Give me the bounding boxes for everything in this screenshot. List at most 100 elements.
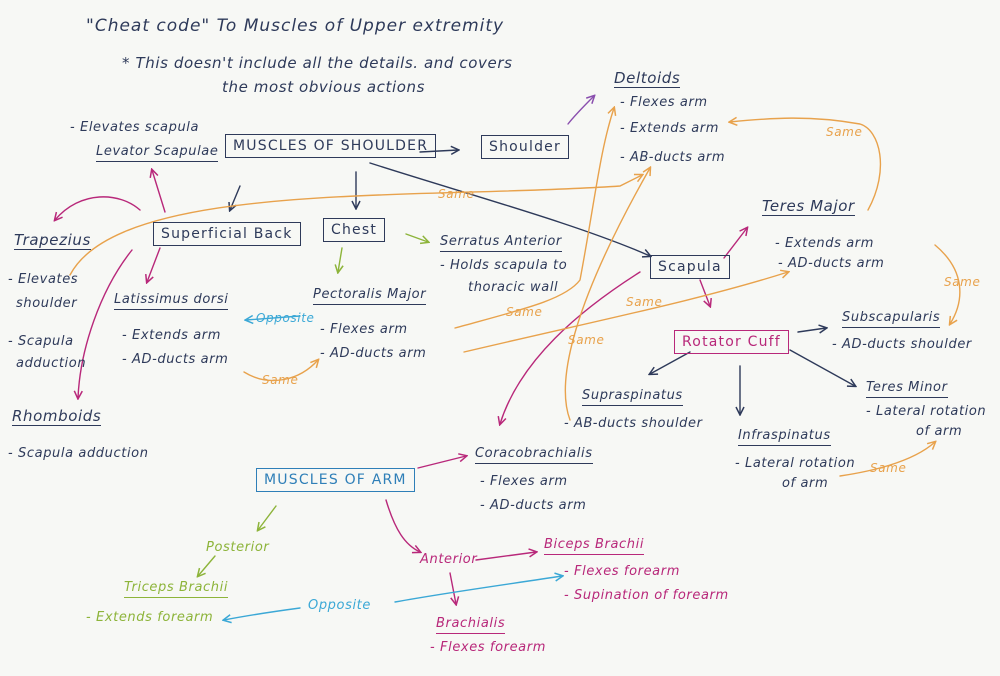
arrow-posterior-to-triceps [198, 555, 216, 576]
biceps-brachii-label: Biceps Brachii [544, 537, 645, 555]
anterior-label: Anterior [420, 552, 478, 567]
arrow-chest-to-serratus [405, 233, 428, 242]
arrow-arm-to-anterior [385, 499, 420, 552]
subscapularis-action-1: - AD-ducts shoulder [832, 337, 972, 352]
arrow-superficial-to-trapezius [55, 196, 141, 220]
arrow-rotator-to-supra [650, 351, 691, 374]
teres-major-action-2: - AD-ducts arm [778, 256, 885, 271]
relation-trapezius-deltoid [69, 175, 642, 276]
arrow-scapula-to-teres-major [723, 228, 747, 259]
coracobrachialis-action-2: - AD-ducts arm [480, 498, 587, 513]
arrow-shoulder-to-shoulderbox [419, 150, 458, 152]
opposite-label-pec-lat: Opposite [256, 311, 315, 325]
subscapularis-label: Subscapularis [842, 310, 941, 328]
shoulder-box: Shoulder [481, 135, 569, 159]
same-label-pec-lat: Same [262, 373, 299, 387]
posterior-label: Posterior [206, 540, 270, 555]
muscles-of-arm-box: MUSCLES OF ARM [256, 468, 415, 492]
triceps-action-1: - Extends forearm [86, 610, 214, 625]
arrow-superficial-to-rhomboids [78, 249, 133, 398]
scapula-box: Scapula [650, 255, 730, 279]
brachialis-action-1: - Flexes forearm [430, 640, 546, 655]
pectoralis-action-1: - Flexes arm [320, 322, 408, 337]
pectoralis-action-2: - AD-ducts arm [320, 346, 427, 361]
deltoids-action-1: - Flexes arm [620, 95, 708, 110]
arrow-rotator-to-sub [797, 328, 826, 332]
coracobrachialis-action-1: - Flexes arm [480, 474, 568, 489]
page-title: "Cheat code" To Muscles of Upper extremi… [86, 16, 505, 36]
same-label-serratus: Same [506, 305, 543, 319]
trapezius-action-1: - Elevates [8, 272, 79, 287]
teres-minor-action-2: of arm [916, 424, 963, 439]
serratus-action-1: - Holds scapula to [440, 258, 568, 273]
arrow-anterior-to-brachialis [449, 572, 456, 604]
rhomboids-action-1: - Scapula adduction [8, 446, 149, 461]
relation-infra-minor [839, 442, 935, 477]
relation-biceps-opposite [394, 576, 562, 603]
trapezius-label: Trapezius [14, 231, 91, 250]
deltoids-action-2: - Extends arm [620, 121, 719, 136]
arrow-superficial-to-latissimus [147, 247, 161, 282]
relation-triceps-biceps-opposite [224, 607, 301, 620]
levator-scapulae-label: Levator Scapulae [96, 144, 219, 162]
relation-latissimus-teres [463, 272, 788, 353]
relation-deltoid-teres-major [730, 118, 882, 211]
serratus-anterior-label: Serratus Anterior [440, 234, 562, 252]
arrow-scapula-to-coraco [500, 271, 641, 424]
teres-major-action-1: - Extends arm [775, 236, 874, 251]
muscles-of-shoulder-box: MUSCLES OF SHOULDER [225, 134, 437, 158]
deltoids-action-3: - AB-ducts arm [620, 150, 726, 165]
arrow-shoulderbox-to-deltoids [567, 96, 594, 125]
same-label-lat-teres: Same [626, 295, 663, 309]
opposite-label-arm: Opposite [308, 598, 371, 613]
same-label-infra-minor: Same [870, 461, 907, 475]
biceps-action-2: - Supination of forearm [564, 588, 729, 603]
rotator-cuff-box: Rotator Cuff [674, 330, 789, 354]
arrow-chest-to-pectoralis [338, 247, 342, 272]
arrow-anterior-to-biceps [475, 552, 536, 561]
chest-box: Chest [323, 218, 386, 242]
relation-serratus-deltoid [454, 108, 614, 329]
relation-pec-lat [243, 360, 318, 382]
latissimus-dorsi-label: Latissimus dorsi [114, 292, 229, 310]
pectoralis-major-label: Pectoralis Major [313, 287, 427, 305]
arrow-arm-to-posterior [258, 505, 277, 530]
note-line-1: * This doesn't include all the details. … [122, 54, 513, 72]
coracobrachialis-label: Coracobrachialis [475, 446, 593, 464]
supraspinatus-label: Supraspinatus [582, 388, 683, 406]
brachialis-label: Brachialis [436, 616, 506, 634]
deltoids-label: Deltoids [614, 69, 681, 88]
latissimus-action-1: - Extends arm [122, 328, 221, 343]
latissimus-action-2: - AD-ducts arm [122, 352, 229, 367]
arrow-scapula-to-rotator [699, 279, 710, 306]
superficial-back-box: Superficial Back [153, 222, 301, 246]
trapezius-action-3: - Scapula [8, 334, 74, 349]
relation-pec-lat-opposite [246, 316, 301, 320]
infraspinatus-label: Infraspinatus [738, 428, 831, 446]
note-line-2: the most obvious actions [222, 78, 426, 96]
levator-action-1: - Elevates scapula [70, 120, 200, 135]
trapezius-action-2: shoulder [16, 296, 78, 311]
relation-supra-deltoid [564, 168, 650, 421]
teres-minor-label: Teres Minor [866, 380, 948, 398]
infraspinatus-action-1: - Lateral rotation [735, 456, 856, 471]
serratus-action-2: thoracic wall [468, 280, 559, 295]
arrow-shoulder-to-scapula [369, 162, 650, 256]
relation-teres-sub [934, 244, 961, 324]
arrow-rotator-to-minor [789, 349, 855, 386]
same-label-supra: Same [568, 333, 605, 347]
teres-minor-action-1: - Lateral rotation [866, 404, 987, 419]
same-label-deltoid-teres: Same [826, 125, 863, 139]
infraspinatus-action-2: of arm [782, 476, 829, 491]
teres-major-label: Teres Major [762, 197, 855, 216]
arrow-superficial-to-levator [152, 170, 166, 213]
rhomboids-label: Rhomboids [12, 407, 102, 426]
biceps-action-1: - Flexes forearm [564, 564, 680, 579]
supraspinatus-action-1: - AB-ducts shoulder [564, 416, 703, 431]
arrow-arm-to-coraco [417, 456, 466, 469]
triceps-brachii-label: Triceps Brachii [124, 580, 229, 598]
same-label-trapezius-deltoid: Same [438, 187, 475, 201]
same-label-teres-sub: Same [944, 275, 981, 289]
